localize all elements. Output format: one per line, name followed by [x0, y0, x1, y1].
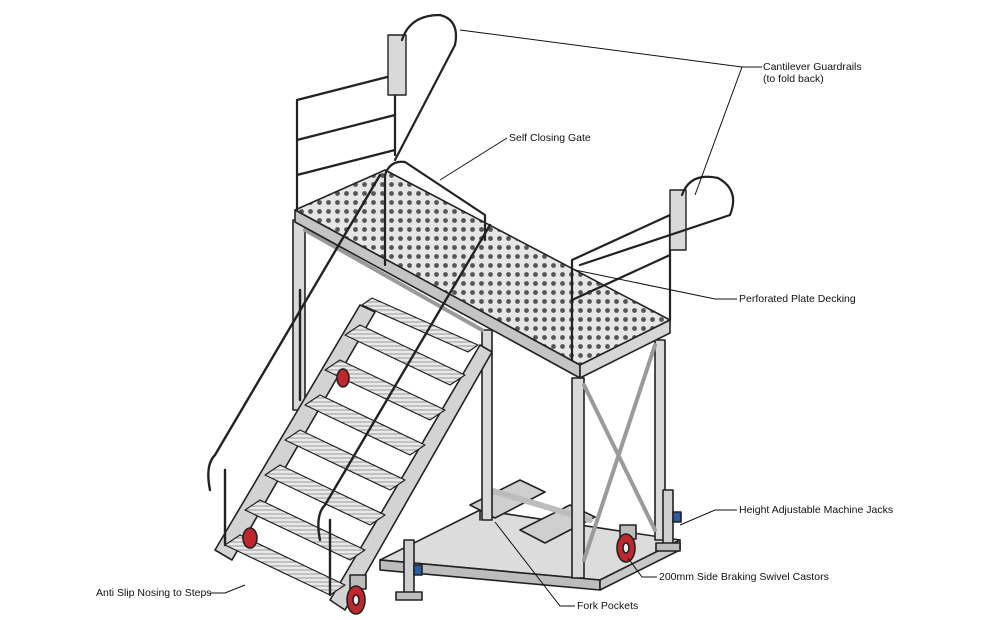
self-closing-gate: [383, 160, 487, 267]
callout-swivel-castors: 200mm Side Braking Swivel Castors: [659, 571, 829, 583]
callout-machine-jacks: Height Adjustable Machine Jacks: [739, 504, 894, 516]
castor-front-right: [616, 524, 637, 563]
callout-cantilever-line1: Cantilever Guardrails: [763, 61, 862, 73]
stair-handrails: [207, 173, 492, 597]
staircase: [207, 173, 493, 611]
leader-lines: [210, 29, 762, 607]
callout-perforated-decking: Perforated Plate Decking: [739, 293, 856, 305]
platform-illustration: [207, 13, 735, 615]
jack-front: [395, 539, 423, 601]
base-frame: [379, 479, 681, 591]
callout-anti-slip-nosing: Anti Slip Nosing to Steps: [96, 587, 212, 599]
callout-self-closing-gate: Self Closing Gate: [509, 132, 591, 144]
castor-icon: [242, 368, 637, 615]
stair-treads: [224, 297, 479, 596]
bracing: [303, 228, 657, 562]
jack-right: [655, 489, 682, 552]
callout-cantilever-line2: (to fold back): [763, 73, 824, 85]
callout-cantilever-guardrails: Cantilever Guardrails (to fold back): [763, 61, 862, 85]
guardrails: [295, 13, 735, 362]
castor-front-left: [346, 574, 367, 615]
jack-icon: [395, 489, 682, 601]
castor-rear-left: [242, 368, 350, 549]
callout-fork-pockets: Fork Pockets: [577, 600, 639, 612]
